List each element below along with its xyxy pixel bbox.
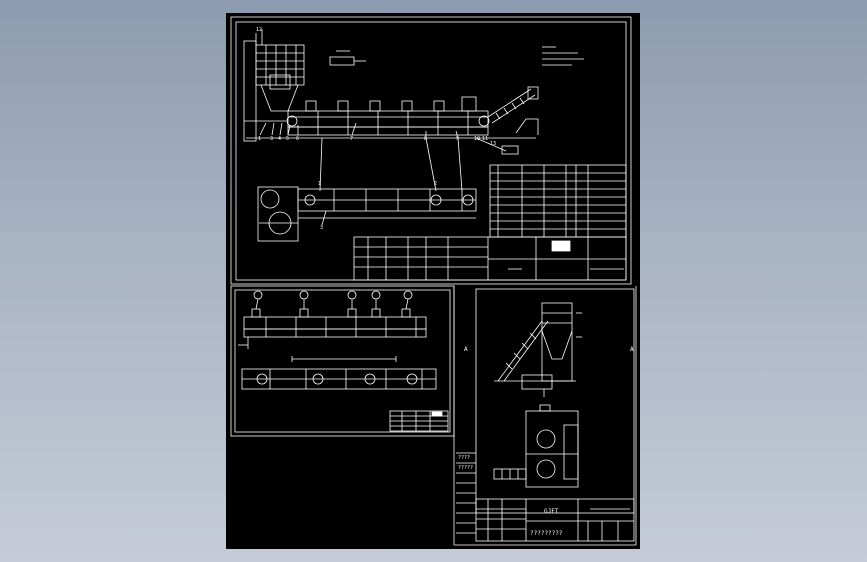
part-number-12: 12 xyxy=(256,27,262,33)
part-number-6: 6 xyxy=(296,136,299,142)
part-number-11: 11 xyxy=(482,136,488,142)
part-number-7: 7 xyxy=(350,136,353,142)
panel-c-labels: A A GJFT ????????? ???? ????? xyxy=(458,346,634,537)
hopper-plan xyxy=(493,404,579,488)
part-number-5: 5 xyxy=(286,136,289,142)
drawing-number: ????????? xyxy=(530,530,563,537)
plan-number-3: 3 xyxy=(320,225,323,231)
tech-notes xyxy=(542,46,584,66)
part-number-4: 4 xyxy=(278,136,281,142)
hopper-outlet-lower xyxy=(536,459,556,479)
hopper-elevation xyxy=(494,302,582,397)
inclined-chute xyxy=(487,86,539,135)
conveyor-plan-detail xyxy=(241,356,437,390)
part-number-9: 9 xyxy=(456,136,459,142)
panel-hopper-detail: A A GJFT ????????? ???? ????? xyxy=(453,286,637,546)
parts-list-table xyxy=(489,164,627,238)
conveyor-side-view xyxy=(246,96,536,139)
plan-number-2: 2 xyxy=(434,181,437,187)
list-text-2: ????? xyxy=(458,465,473,471)
border-frame-left xyxy=(230,285,455,437)
panel-conveyor-detail xyxy=(230,285,455,437)
part-leaders xyxy=(259,122,519,192)
list-text-1: ???? xyxy=(458,455,470,461)
part-number-8: 8 xyxy=(424,136,427,142)
part-number-13: 13 xyxy=(490,141,496,147)
conveyor-elevation xyxy=(238,290,427,349)
title-block-detail xyxy=(389,410,449,432)
hopper-outlet-upper xyxy=(536,429,556,449)
section-marker-right: A xyxy=(630,346,634,353)
conveyor-plan-view xyxy=(257,186,477,242)
bucket-elevator xyxy=(243,29,305,142)
panel-c-parts-list xyxy=(456,452,476,534)
panel-main-assembly: 1 3 4 5 6 7 8 9 10 11 12 13 1 2 3 xyxy=(230,16,632,285)
border-frame-top xyxy=(230,16,632,285)
title-block-text: GJFT xyxy=(544,508,559,515)
cad-drawing-sheet: 1 3 4 5 6 7 8 9 10 11 12 13 1 2 3 xyxy=(226,13,640,549)
section-marker-left: A xyxy=(464,346,468,353)
drive-pulley-upper xyxy=(260,189,280,209)
cad-drawing: 1 3 4 5 6 7 8 9 10 11 12 13 1 2 3 xyxy=(230,16,637,546)
title-block-main xyxy=(353,236,627,281)
detail-callout-top xyxy=(329,50,366,66)
title-block-panel-c xyxy=(475,498,635,542)
part-number-1: 1 xyxy=(258,136,261,142)
part-number-labels: 1 3 4 5 6 7 8 9 10 11 12 13 1 2 3 xyxy=(256,27,496,231)
part-number-3: 3 xyxy=(270,136,273,142)
border-frame-right xyxy=(475,288,635,514)
plan-number-1: 1 xyxy=(318,181,321,187)
part-number-10: 10 xyxy=(474,136,480,142)
